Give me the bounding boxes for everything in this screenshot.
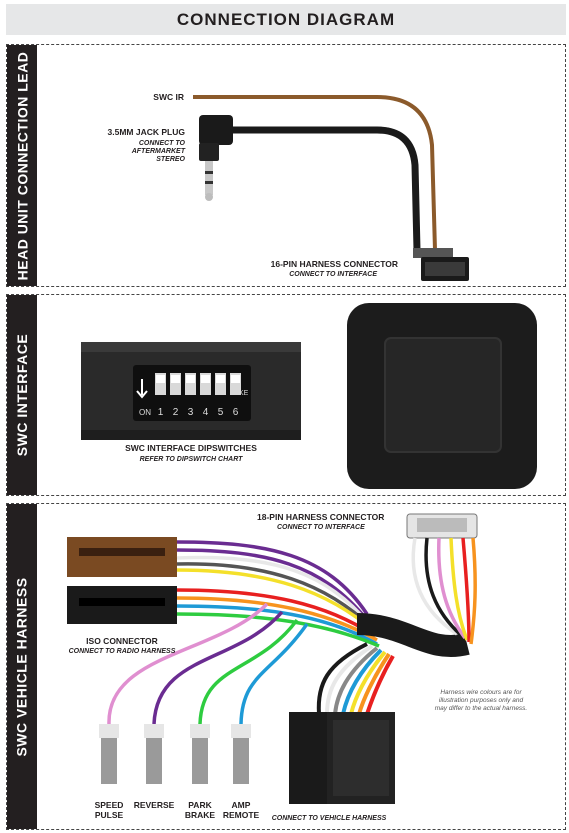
dip-number: 1	[158, 407, 164, 418]
terminal-amp-remote	[231, 724, 251, 784]
section-tab: HEAD UNIT CONNECTION LEAD	[7, 45, 37, 286]
park-label-1: PARK	[188, 800, 212, 810]
swc-ir-wire	[193, 95, 437, 251]
dip-number: 3	[188, 407, 194, 418]
dip-switch-1	[155, 373, 166, 395]
section-head-unit: HEAD UNIT CONNECTION LEAD SWC IR 3.5MM J…	[6, 44, 566, 287]
colour-note-2: illustration purposes only and	[439, 697, 524, 704]
harness16-sub: CONNECT TO INTERFACE	[289, 271, 377, 278]
page-title: CONNECTION DIAGRAM	[176, 9, 396, 29]
head-unit-illustration: SWC IR 3.5MM JACK PLUG CONNECT TO AFTERM…	[108, 92, 469, 281]
iso-connector	[67, 537, 177, 624]
dip-switch-knob	[231, 375, 240, 383]
dip-sub: REFER TO DIPSWITCH CHART	[140, 456, 244, 463]
dip-switch-5	[215, 373, 226, 395]
vehicle-connector	[289, 712, 395, 804]
dip-switch-knob	[186, 375, 195, 383]
jack-sub-1: CONNECT TO	[139, 140, 186, 147]
interface-module	[347, 303, 537, 489]
dip-number: 4	[203, 407, 209, 418]
aux-wires	[107, 602, 309, 725]
speed-label-1: SPEED	[95, 800, 124, 810]
16-pin-connector	[413, 248, 469, 281]
section-vehicle: SWC VEHICLE HARNESS	[6, 503, 566, 830]
dip-ke-label: KE	[239, 390, 249, 397]
harness18-label: 18-PIN HARNESS CONNECTOR	[257, 512, 384, 522]
vehicle-illustration: 18-PIN HARNESS CONNECTOR CONNECT TO INTE…	[67, 512, 528, 822]
dip-switch-2	[170, 373, 181, 395]
dip-switch-4	[200, 373, 211, 395]
terminal-reverse	[144, 724, 164, 784]
wire-bundle	[356, 613, 470, 657]
iso-label: ISO CONNECTOR	[86, 636, 158, 646]
jack-sub-2: AFTERMARKET	[131, 148, 186, 155]
terminal-speed-pulse	[99, 724, 119, 784]
dip-number: 6	[233, 407, 239, 418]
amp-label-1: AMP	[232, 800, 251, 810]
speed-label-2: PULSE	[95, 810, 124, 820]
dip-switch-knob	[201, 375, 210, 383]
harness16-label: 16-PIN HARNESS CONNECTOR	[271, 259, 398, 269]
park-label-2: BRAKE	[185, 810, 216, 820]
dip-number: 5	[218, 407, 224, 418]
vehicle-harness-sub: CONNECT TO VEHICLE HARNESS	[272, 815, 387, 822]
jack-plug	[199, 115, 233, 201]
section-tab: SWC INTERFACE	[7, 295, 37, 495]
jack-sub-3: STEREO	[156, 156, 185, 163]
dip-switch-3	[185, 373, 196, 395]
colour-note-3: may differ to the actual harness.	[435, 705, 528, 712]
jack-cable	[229, 126, 421, 251]
terminal-park-brake	[190, 724, 210, 784]
reverse-label: REVERSE	[134, 800, 175, 810]
dip-switch-knob	[171, 375, 180, 383]
harness18-sub: CONNECT TO INTERFACE	[277, 524, 365, 531]
jack-label: 3.5MM JACK PLUG	[108, 127, 186, 137]
iso-wires	[176, 540, 380, 648]
title-bar: CONNECTION DIAGRAM	[6, 4, 566, 35]
dip-number: 2	[173, 407, 179, 418]
iso-sub: CONNECT TO RADIO HARNESS	[69, 648, 176, 655]
vehicle-wires	[316, 642, 395, 715]
section-tab: SWC VEHICLE HARNESS	[7, 504, 37, 829]
dip-switch-knob	[156, 375, 165, 383]
dip-on-label: ON	[139, 408, 151, 417]
colour-note-1: Harness wire colours are for	[440, 689, 522, 696]
18-pin-connector	[406, 513, 478, 645]
swc-ir-label: SWC IR	[153, 92, 184, 102]
dip-title: SWC INTERFACE DIPSWITCHES	[125, 443, 257, 453]
dip-switch-6	[230, 373, 241, 395]
amp-label-2: REMOTE	[223, 810, 260, 820]
dip-switch-knob	[216, 375, 225, 383]
